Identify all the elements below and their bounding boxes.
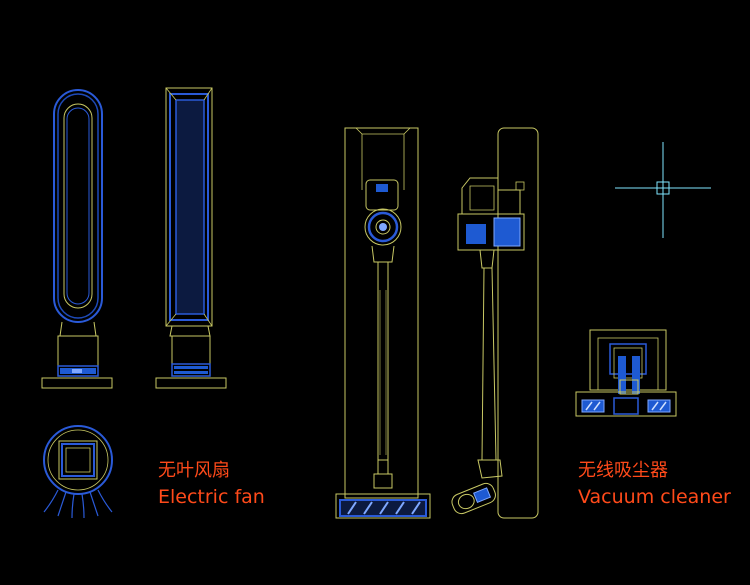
vacuum-front-view [335, 127, 431, 519]
fan-side-view [155, 87, 227, 389]
fan-label-english: Electric fan [158, 486, 265, 508]
fan-front-view [41, 89, 113, 389]
vacuum-label-english: Vacuum cleaner [578, 486, 731, 508]
fan-label-chinese: 无叶风扇 [158, 460, 230, 481]
crosshair-cursor-icon [615, 142, 711, 238]
vacuum-side-view [451, 127, 539, 519]
vacuum-top-view [575, 329, 677, 417]
vacuum-label-chinese: 无线吸尘器 [578, 460, 668, 481]
fan-top-view [43, 425, 113, 519]
